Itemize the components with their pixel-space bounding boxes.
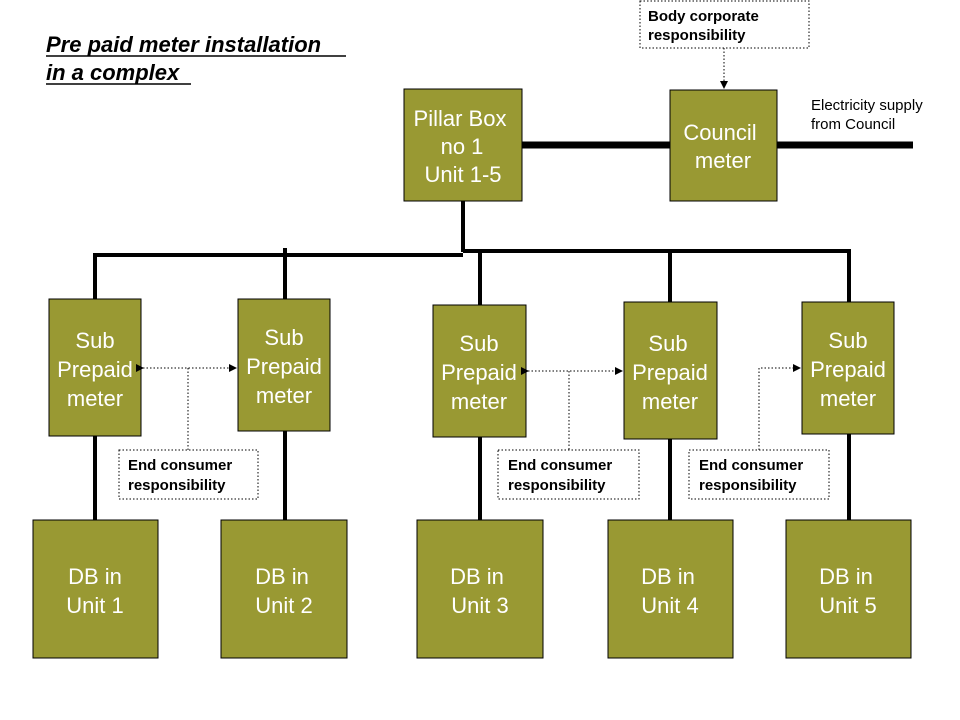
sub-meter-line-3: meter <box>820 386 876 411</box>
council-meter-line-2: meter <box>695 148 751 173</box>
db-line-2: Unit 3 <box>451 593 508 618</box>
db-line-2: Unit 1 <box>66 593 123 618</box>
end-consumer-line-1: End consumer <box>128 457 232 474</box>
supply-label-line-2: from Council <box>811 116 895 133</box>
end-consumer-line-1: End consumer <box>508 457 612 474</box>
sub-prepaid-meter-2: Sub Prepaid meter <box>237 298 331 432</box>
db-line-2: Unit 5 <box>819 593 876 618</box>
end-consumer-line-2: responsibility <box>128 477 226 494</box>
pillar-box-line-3: Unit 1-5 <box>424 162 501 187</box>
end-consumer-note-2: End consumer responsibility <box>497 367 640 500</box>
council-meter-line-1: Council <box>683 120 756 145</box>
body-corporate-note-line-1: Body corporate <box>648 8 759 25</box>
end-consumer-note-3: End consumer responsibility <box>688 364 830 500</box>
council-meter-shape <box>669 89 778 202</box>
sub-meter-shape <box>432 304 527 438</box>
pillar-box-shape <box>403 88 523 202</box>
sub-meter-line-3: meter <box>642 389 698 414</box>
db-line-1: DB in <box>641 564 695 589</box>
db-line-1: DB in <box>255 564 309 589</box>
pillar-box-line-2: no 1 <box>441 134 484 159</box>
db-shape <box>220 519 348 659</box>
db-shape <box>416 519 544 659</box>
electricity-supply-label: Electricity supply from Council <box>811 97 923 133</box>
sub-meter-line-1: Sub <box>828 328 867 353</box>
end-consumer-note-box <box>497 449 640 500</box>
sub-meter-shape <box>801 301 895 435</box>
pillar-box: Pillar Box no 1 Unit 1-5 <box>403 88 523 202</box>
db-shape <box>785 519 912 659</box>
title-line-1: Pre paid meter installation <box>46 32 321 57</box>
supply-label-line-1: Electricity supply <box>811 97 923 114</box>
diagram-title: Pre paid meter installation in a complex <box>46 32 346 85</box>
db-unit-4: DB in Unit 4 <box>607 519 734 659</box>
sub-meter-shape <box>237 298 331 432</box>
db-unit-2: DB in Unit 2 <box>220 519 348 659</box>
sub-meter-line-2: Prepaid <box>441 360 517 385</box>
db-unit-3: DB in Unit 3 <box>416 519 544 659</box>
end-consumer-arrow <box>758 364 801 450</box>
db-line-1: DB in <box>450 564 504 589</box>
sub-meter-line-1: Sub <box>648 331 687 356</box>
council-meter: Council meter <box>669 89 778 202</box>
sub-meter-line-3: meter <box>256 383 312 408</box>
end-consumer-line-2: responsibility <box>508 477 606 494</box>
pillar-box-line-1: Pillar Box <box>414 106 507 131</box>
db-unit-1: DB in Unit 1 <box>32 519 159 659</box>
end-consumer-line-2: responsibility <box>699 477 797 494</box>
end-consumer-note-1: End consumer responsibility <box>118 364 259 500</box>
sub-meter-line-1: Sub <box>75 328 114 353</box>
body-corporate-note-box <box>639 0 810 49</box>
sub-prepaid-meter-4: Sub Prepaid meter <box>623 301 718 440</box>
sub-meter-line-2: Prepaid <box>246 354 322 379</box>
body-corporate-note-line-2: responsibility <box>648 27 746 44</box>
sub-prepaid-meter-5: Sub Prepaid meter <box>801 301 895 435</box>
db-shape <box>607 519 734 659</box>
db-shape <box>32 519 159 659</box>
sub-prepaid-meter-3: Sub Prepaid meter <box>432 304 527 438</box>
bus-right <box>463 249 851 303</box>
db-line-1: DB in <box>819 564 873 589</box>
sub-prepaid-meter-1: Sub Prepaid meter <box>48 298 142 437</box>
title-line-2: in a complex <box>46 60 180 85</box>
sub-meter-line-2: Prepaid <box>810 357 886 382</box>
sub-meter-line-2: Prepaid <box>57 357 133 382</box>
body-corporate-note: Body corporate responsibility <box>639 0 810 89</box>
end-consumer-note-box <box>688 449 830 500</box>
sub-meter-line-1: Sub <box>459 331 498 356</box>
sub-meter-line-3: meter <box>451 389 507 414</box>
sub-meter-line-1: Sub <box>264 325 303 350</box>
sub-meter-shape <box>623 301 718 440</box>
end-consumer-note-box <box>118 449 259 500</box>
sub-meter-line-2: Prepaid <box>632 360 708 385</box>
end-consumer-line-1: End consumer <box>699 457 803 474</box>
db-line-2: Unit 2 <box>255 593 312 618</box>
db-unit-5: DB in Unit 5 <box>785 519 912 659</box>
db-line-2: Unit 4 <box>641 593 698 618</box>
bus-left <box>93 253 463 300</box>
sub-meter-line-3: meter <box>67 386 123 411</box>
db-line-1: DB in <box>68 564 122 589</box>
